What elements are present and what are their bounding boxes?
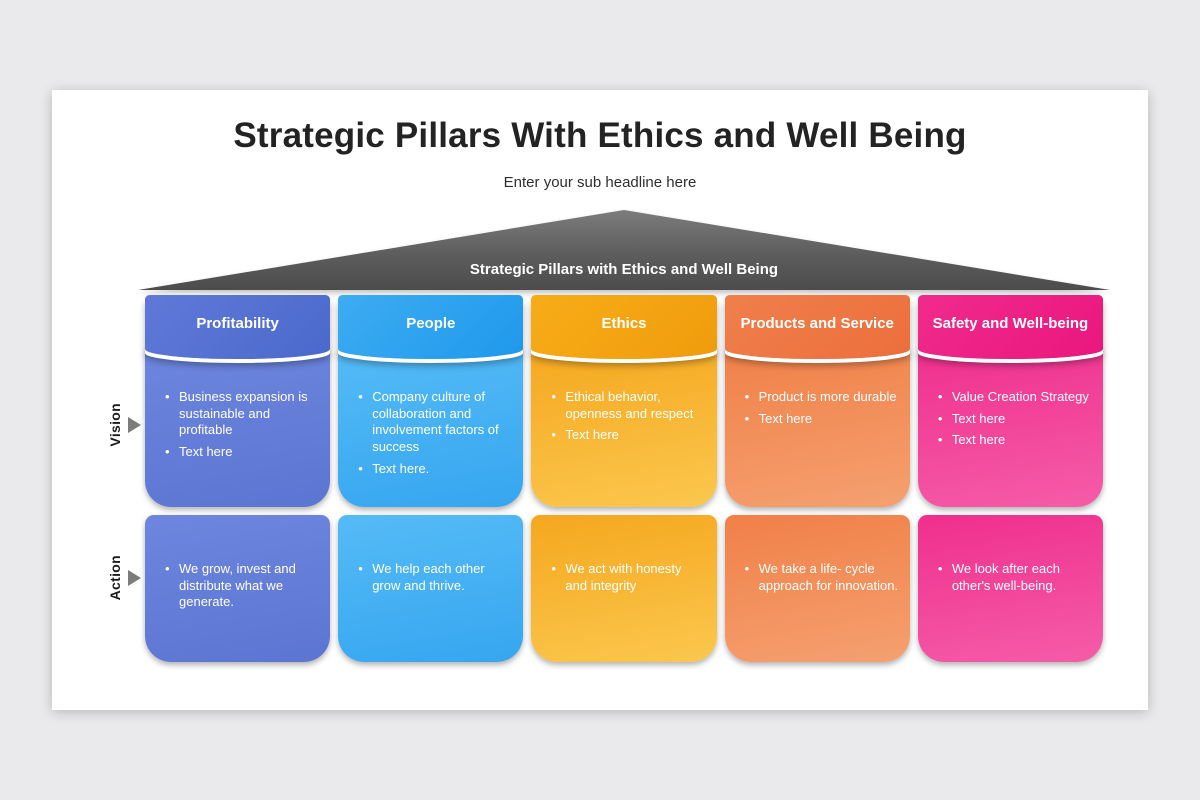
pillar-column: People Company culture of collaboration … (338, 295, 524, 662)
bullet-item: Text here (938, 411, 1093, 428)
row-label-action: Action (89, 546, 141, 610)
pillar-title: Products and Service (740, 314, 894, 332)
page-subtitle: Enter your sub headline here (503, 174, 697, 191)
arrow-right-icon (128, 417, 141, 433)
roof-shape: Strategic Pillars with Ethics and Well B… (138, 210, 1110, 290)
pillar-action-card: We act with honesty and integrity (531, 515, 717, 662)
vision-bullet-list: Ethical behavior, openness and respectTe… (539, 389, 706, 444)
pillars-row: Profitability Business expansion is sust… (145, 295, 1104, 662)
presentation-slide: Strategic Pillars With Ethics and Well B… (52, 90, 1148, 710)
vision-bullet-list: Company culture of collaboration and inv… (346, 389, 513, 477)
pillar-header: Products and Service (724, 295, 910, 359)
pillar-title: People (406, 314, 456, 332)
action-bullet-list: We help each other grow and thrive. (346, 561, 513, 594)
pillars-diagram: Strategic Pillars with Ethics and Well B… (107, 210, 1110, 690)
pillar-action-card: We take a life- cycle approach for innov… (724, 515, 910, 662)
pillar-header: People (338, 295, 524, 359)
vision-bullet-list: Business expansion is sustainable and pr… (153, 389, 320, 461)
bullet-item: Text here (165, 444, 320, 461)
pillar-column: Profitability Business expansion is sust… (145, 295, 331, 662)
vision-bullet-list: Value Creation StrategyText hereText her… (926, 389, 1093, 449)
pillar-title: Profitability (196, 314, 279, 332)
pillar-vision-card: Value Creation StrategyText hereText her… (917, 345, 1104, 507)
pillar-vision-card: Product is more durableText here (724, 345, 910, 507)
bullet-item: Value Creation Strategy (938, 389, 1093, 406)
vision-bullet-list: Product is more durableText here (733, 389, 900, 427)
bullet-item: We take a life- cycle approach for innov… (745, 561, 900, 594)
pillar-header: Ethics (531, 295, 717, 359)
bullet-item: Text here. (358, 461, 513, 478)
bullet-item: We look after each other's well-being. (938, 561, 1093, 594)
vision-label: Vision (107, 403, 123, 447)
bullet-item: Text here (745, 411, 900, 428)
pillar-action-card: We grow, invest and distribute what we g… (145, 515, 331, 662)
row-label-vision: Vision (89, 393, 141, 457)
bullet-item: Company culture of collaboration and inv… (358, 389, 513, 456)
roof-triangle: Strategic Pillars with Ethics and Well B… (138, 210, 1110, 290)
pillar-header: Profitability (145, 295, 331, 359)
pillar-vision-card: Business expansion is sustainable and pr… (145, 345, 331, 507)
bullet-item: Text here (938, 432, 1093, 449)
bullet-item: We help each other grow and thrive. (358, 561, 513, 594)
pillar-action-card: We look after each other's well-being. (917, 515, 1104, 662)
bullet-item: Business expansion is sustainable and pr… (165, 389, 320, 439)
bullet-item: We act with honesty and integrity (551, 561, 706, 594)
pillar-column: Products and Service Product is more dur… (724, 295, 910, 662)
pillar-vision-card: Company culture of collaboration and inv… (338, 345, 524, 507)
bullet-item: Product is more durable (745, 389, 900, 406)
pillar-title: Ethics (601, 314, 647, 332)
action-bullet-list: We act with honesty and integrity (539, 561, 706, 594)
pillar-column: Safety and Well-being Value Creation Str… (917, 295, 1104, 662)
pillar-title: Safety and Well-being (932, 314, 1089, 332)
pillar-action-card: We help each other grow and thrive. (338, 515, 524, 662)
action-bullet-list: We look after each other's well-being. (926, 561, 1093, 594)
page-title: Strategic Pillars With Ethics and Well B… (233, 116, 967, 155)
arrow-right-icon (128, 570, 141, 586)
pillar-header: Safety and Well-being (917, 295, 1104, 359)
action-bullet-list: We grow, invest and distribute what we g… (153, 561, 320, 611)
bullet-item: Ethical behavior, openness and respect (551, 389, 706, 422)
action-bullet-list: We take a life- cycle approach for innov… (733, 561, 900, 594)
bullet-item: Text here (551, 427, 706, 444)
pillar-column: Ethics Ethical behavior, openness and re… (531, 295, 717, 662)
action-label: Action (107, 555, 123, 601)
pillar-vision-card: Ethical behavior, openness and respectTe… (531, 345, 717, 507)
bullet-item: We grow, invest and distribute what we g… (165, 561, 320, 611)
roof-label: Strategic Pillars with Ethics and Well B… (469, 261, 779, 278)
